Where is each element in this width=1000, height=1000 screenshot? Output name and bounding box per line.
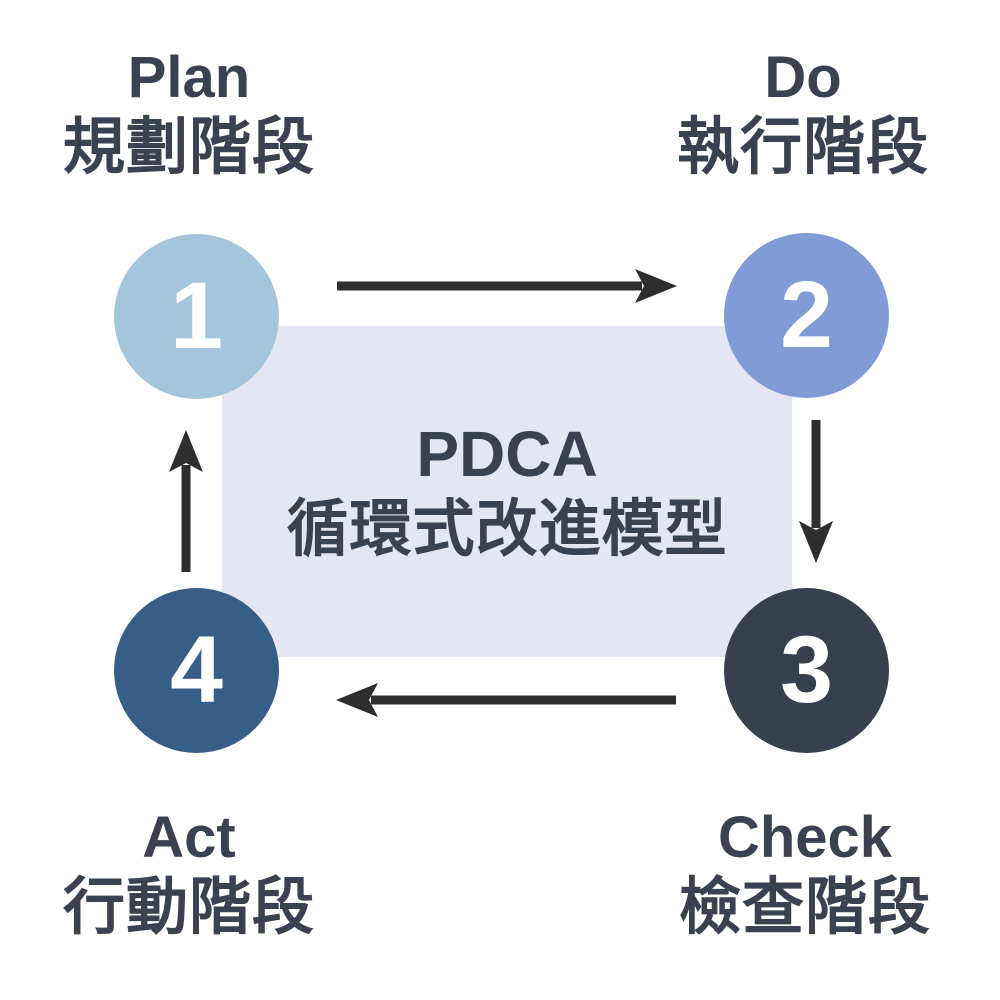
- stage-act-circle: 4: [114, 588, 279, 753]
- stage-do-label: Do 執行階段: [677, 44, 929, 184]
- diagram-subtitle: 循環式改進模型: [286, 494, 728, 564]
- arrow-check-to-act: [336, 683, 676, 717]
- stage-do-name-en: Do: [764, 45, 842, 110]
- stage-do-number: 2: [780, 262, 833, 368]
- stage-act-name-en: Act: [142, 805, 236, 870]
- stage-plan-number: 1: [170, 263, 223, 369]
- stage-plan-name-zh: 規劃階段: [62, 113, 316, 182]
- stage-check-name-en: Check: [717, 805, 893, 870]
- stage-act-name-zh: 行動階段: [62, 873, 316, 942]
- stage-check-circle: 3: [724, 588, 889, 753]
- stage-plan-circle: 1: [114, 234, 279, 399]
- stage-check-label: Check 檢查階段: [679, 804, 931, 944]
- stage-act-number: 4: [170, 617, 223, 723]
- center-panel: PDCA 循環式改進模型: [222, 326, 792, 657]
- arrow-plan-to-do: [337, 269, 677, 303]
- stage-do-name-zh: 執行階段: [676, 113, 930, 182]
- stage-check-name-zh: 檢查階段: [678, 873, 932, 942]
- stage-plan-label: Plan 規劃階段: [63, 44, 315, 184]
- stage-check-number: 3: [780, 617, 833, 723]
- arrow-act-to-plan: [169, 430, 203, 572]
- stage-do-circle: 2: [724, 233, 889, 398]
- stage-plan-name-en: Plan: [127, 45, 251, 110]
- arrow-do-to-check: [799, 420, 833, 563]
- diagram-title: PDCA: [416, 417, 598, 490]
- stage-act-label: Act 行動階段: [63, 804, 315, 944]
